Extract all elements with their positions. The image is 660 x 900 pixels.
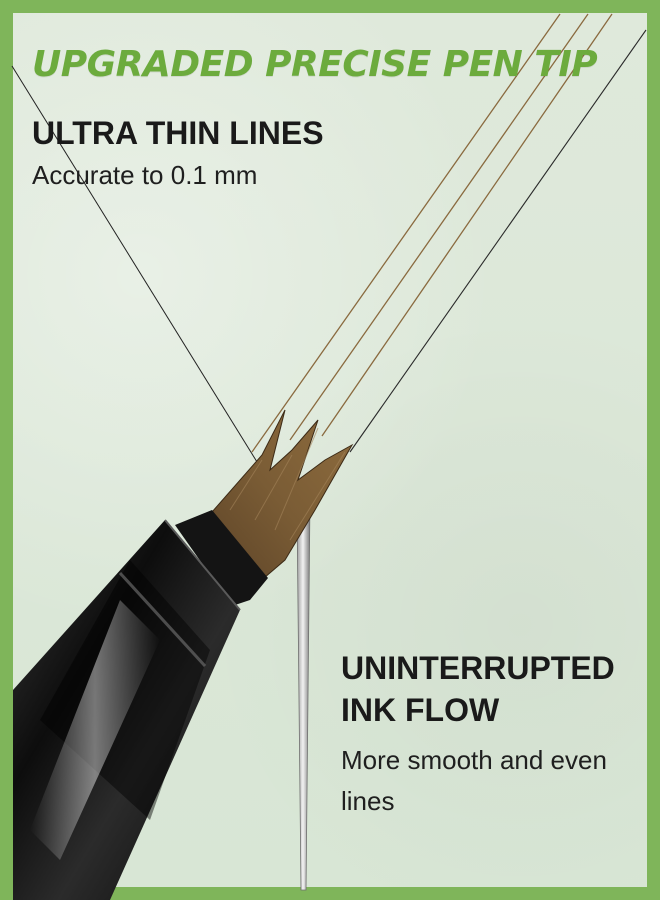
- needle-illustration: [295, 487, 311, 891]
- headline: UPGRADED PRECISE PEN TIP: [32, 44, 598, 85]
- ultra-thin-lines: [11, 13, 647, 471]
- feature-ink-flow-title: UNINTERRUPTED INK FLOW: [341, 650, 615, 728]
- feature-ultra-thin-title: ULTRA THIN LINES: [32, 115, 324, 151]
- pen-tip-illustration: [13, 409, 354, 900]
- feature-ink-flow-subtitle: More smooth and even lines: [341, 745, 607, 816]
- mint-background-panel: [13, 13, 647, 887]
- feature-ultra-thin-subtitle: Accurate to 0.1 mm: [32, 160, 258, 190]
